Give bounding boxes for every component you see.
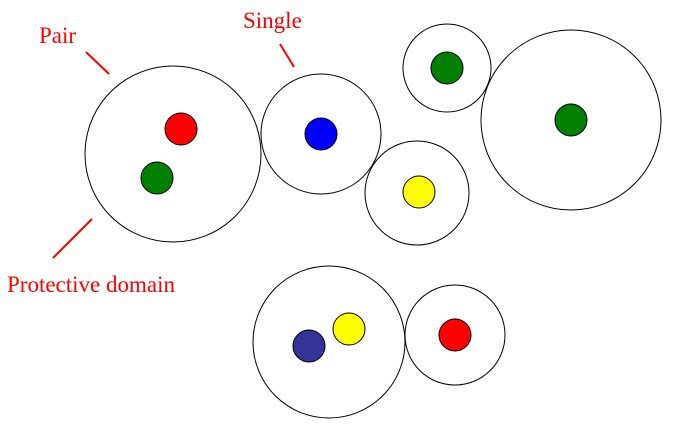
yellow-particle <box>332 312 366 346</box>
single-label: Single <box>243 8 302 33</box>
yellow-particle <box>402 175 436 209</box>
protective-domain-label: Protective domain <box>7 272 175 297</box>
pair-pointer-line <box>85 51 110 75</box>
red-particle <box>164 112 198 146</box>
green-particle <box>140 161 174 195</box>
green-particle <box>430 51 464 85</box>
blue-particle <box>304 117 338 151</box>
protective-domain-pointer-line <box>52 218 93 259</box>
dark-blue-particle <box>292 329 326 363</box>
bottom-pair-domain <box>252 265 406 419</box>
red-particle <box>438 318 472 352</box>
green-particle <box>554 103 588 137</box>
pair-domain <box>84 65 262 243</box>
pair-label: Pair <box>39 23 76 48</box>
single-pointer-line <box>279 43 295 68</box>
